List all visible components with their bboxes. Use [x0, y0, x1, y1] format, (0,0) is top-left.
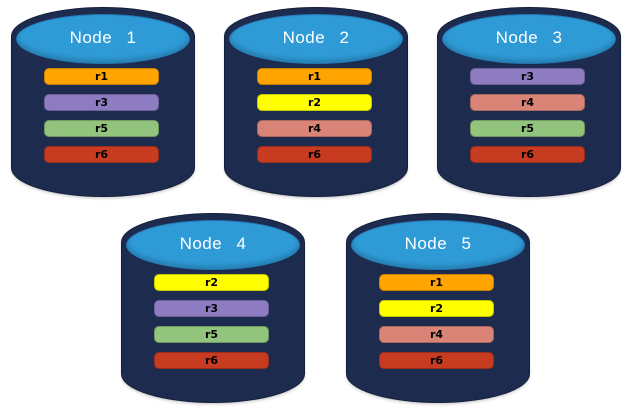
replica-bar: r6 [154, 352, 269, 369]
replica-bar: r4 [379, 326, 494, 343]
cylinder-top-ellipse [16, 14, 190, 64]
replica-bar: r6 [257, 146, 372, 163]
cylinder-top-ellipse [229, 14, 403, 64]
replica-bar: r5 [44, 120, 159, 137]
replica-bar: r5 [470, 120, 585, 137]
replica-bar: r4 [257, 120, 372, 137]
cylinder-top-ellipse [442, 14, 616, 64]
node-4: Node 4 r2 r3 r5 r6 [122, 214, 304, 402]
replica-bar: r1 [257, 68, 372, 85]
replica-bar: r1 [379, 274, 494, 291]
replica-bar: r6 [379, 352, 494, 369]
node-title: Node 2 [282, 28, 350, 47]
replica-bar: r2 [257, 94, 372, 111]
replica-bar: r5 [154, 326, 269, 343]
replica-bar: r3 [154, 300, 269, 317]
node-5: Node 5 r1 r2 r4 r6 [347, 214, 529, 402]
cylinder-top-ellipse [351, 220, 525, 270]
node-title: Node 4 [179, 234, 247, 253]
replica-bar-list: r2 r3 r5 r6 [154, 274, 269, 369]
replica-bar: r2 [154, 274, 269, 291]
replica-bar-list: r1 r3 r5 r6 [44, 68, 159, 163]
replica-bar: r6 [44, 146, 159, 163]
replica-bar: r4 [470, 94, 585, 111]
replica-bar-list: r3 r4 r5 r6 [470, 68, 585, 163]
replica-bar: r2 [379, 300, 494, 317]
replica-bar: r3 [44, 94, 159, 111]
replica-bar-list: r1 r2 r4 r6 [257, 68, 372, 163]
node-3: Node 3 r3 r4 r5 r6 [438, 8, 620, 196]
replica-bar: r1 [44, 68, 159, 85]
node-title: Node 1 [69, 28, 137, 47]
node-title: Node 3 [495, 28, 563, 47]
node-title: Node 5 [404, 234, 472, 253]
replica-bar: r6 [470, 146, 585, 163]
node-2: Node 2 r1 r2 r4 r6 [225, 8, 407, 196]
replica-bar-list: r1 r2 r4 r6 [379, 274, 494, 369]
node-1: Node 1 r1 r3 r5 r6 [12, 8, 194, 196]
replica-bar: r3 [470, 68, 585, 85]
cylinder-top-ellipse [126, 220, 300, 270]
